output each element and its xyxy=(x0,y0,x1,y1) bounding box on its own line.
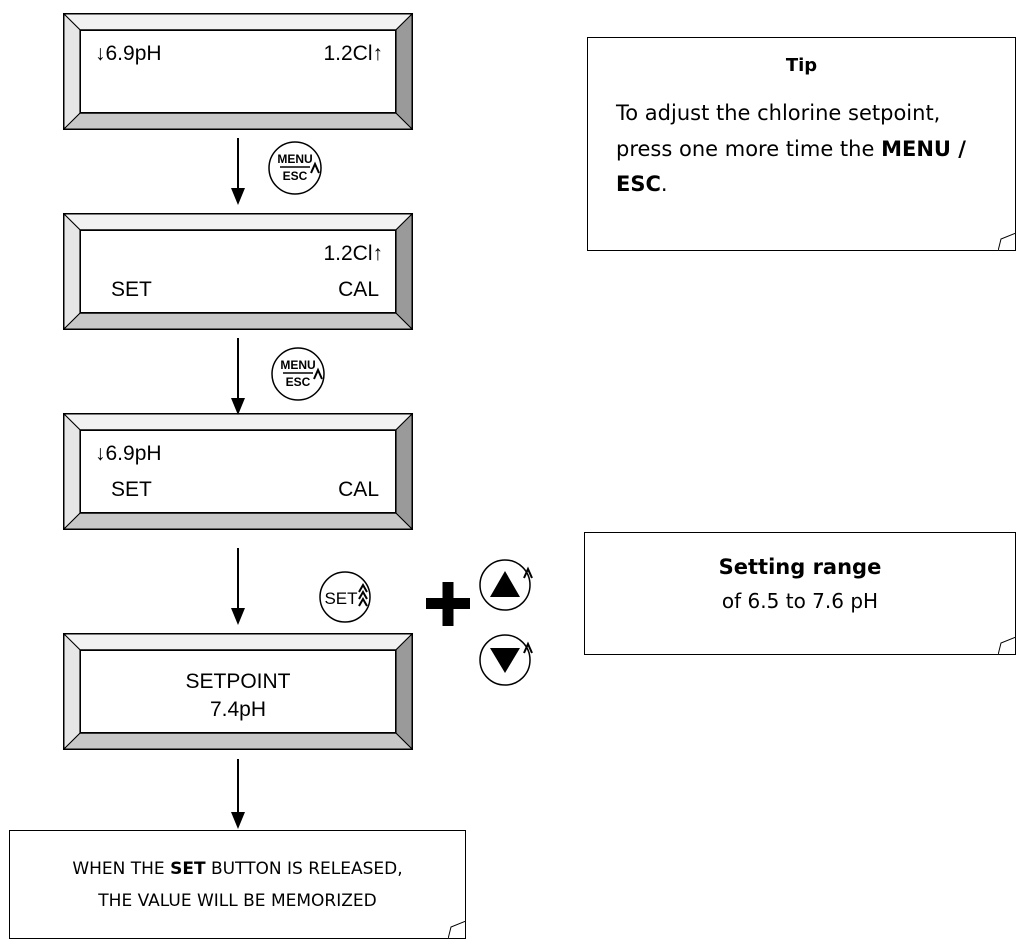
lcd-display-1: ↓6.9pH 1.2Cl↑ xyxy=(62,12,414,131)
plus-icon xyxy=(426,582,470,626)
menu-esc-button[interactable]: MENU ESC xyxy=(271,347,325,401)
tip-menu-text: MENU / xyxy=(881,136,966,161)
memorize-text: WHEN THE SET BUTTON IS RELEASED, THE VAL… xyxy=(10,853,465,918)
display-bevel xyxy=(62,412,414,531)
flow-arrow xyxy=(231,338,245,415)
flow-arrow xyxy=(231,138,245,205)
ph-reading: ↓6.9pH xyxy=(95,442,162,465)
memorize-text-part: WHEN THE xyxy=(72,859,171,879)
chlorine-reading: 1.2Cl↑ xyxy=(323,42,383,65)
tip-text: . xyxy=(660,172,668,197)
press-indicator-icon xyxy=(313,367,323,380)
page-curl-icon xyxy=(998,233,1016,251)
hold-indicator-icon xyxy=(358,582,368,607)
memorize-line-1: WHEN THE SET BUTTON IS RELEASED, xyxy=(10,853,465,885)
tip-text: To adjust the chlorine setpoint, press o… xyxy=(616,101,941,161)
lcd-display-3: ↓6.9pH SET CAL xyxy=(62,412,414,531)
display-screen: ↓6.9pH 1.2Cl↑ xyxy=(80,30,396,113)
setpoint-value: 7.4pH xyxy=(209,698,267,721)
display-screen: 1.2Cl↑ SET CAL xyxy=(80,230,396,313)
press-indicator-icon xyxy=(310,161,320,174)
memorize-set-text: SET xyxy=(170,859,206,879)
tip-note: Tip To adjust the chlorine setpoint, pre… xyxy=(587,37,1016,251)
set-button-label: SET xyxy=(324,589,357,608)
display-bevel xyxy=(62,632,414,751)
setting-range-body: of 6.5 to 7.6 pH xyxy=(721,589,879,613)
tip-body: To adjust the chlorine setpoint, press o… xyxy=(616,96,1001,203)
press-indicator-icon xyxy=(523,641,533,654)
flow-arrow xyxy=(231,548,245,625)
setting-range-note: Setting range of 6.5 to 7.6 pH xyxy=(584,532,1016,655)
down-button[interactable] xyxy=(479,634,533,686)
memorize-note: WHEN THE SET BUTTON IS RELEASED, THE VAL… xyxy=(9,830,466,939)
flow-arrow xyxy=(231,759,245,829)
chlorine-reading: 1.2Cl↑ xyxy=(323,242,383,265)
display-screen: SETPOINT 7.4pH xyxy=(80,650,396,733)
cal-label: CAL xyxy=(338,278,379,301)
triangle-down-icon xyxy=(490,648,520,673)
page-curl-icon xyxy=(448,921,466,939)
lcd-display-4: SETPOINT 7.4pH xyxy=(62,632,414,751)
tip-title: Tip xyxy=(785,55,818,76)
display-bevel xyxy=(62,212,414,331)
esc-label: ESC xyxy=(283,169,308,183)
display-bevel xyxy=(62,12,414,131)
set-button[interactable]: SET xyxy=(319,571,371,623)
esc-label: ESC xyxy=(286,375,311,389)
page-curl-icon xyxy=(998,637,1016,655)
setting-range-title: Setting range xyxy=(718,555,882,579)
menu-label: MENU xyxy=(280,358,315,372)
menu-esc-button[interactable]: MENU ESC xyxy=(268,141,322,195)
cal-label: CAL xyxy=(338,478,379,501)
tip-esc-text: ESC xyxy=(616,172,661,197)
set-label: SET xyxy=(111,278,152,301)
setpoint-label: SETPOINT xyxy=(185,670,291,693)
triangle-up-icon xyxy=(490,571,520,597)
lcd-display-2: 1.2Cl↑ SET CAL xyxy=(62,212,414,331)
memorize-text-part: BUTTON IS RELEASED, xyxy=(205,859,403,879)
press-indicator-icon xyxy=(523,566,533,579)
menu-label: MENU xyxy=(277,152,312,166)
up-button[interactable] xyxy=(479,559,533,611)
display-screen: ↓6.9pH SET CAL xyxy=(80,430,396,513)
set-label: SET xyxy=(111,478,152,501)
memorize-line-2: THE VALUE WILL BE MEMORIZED xyxy=(98,891,377,912)
ph-reading: ↓6.9pH xyxy=(95,42,162,65)
